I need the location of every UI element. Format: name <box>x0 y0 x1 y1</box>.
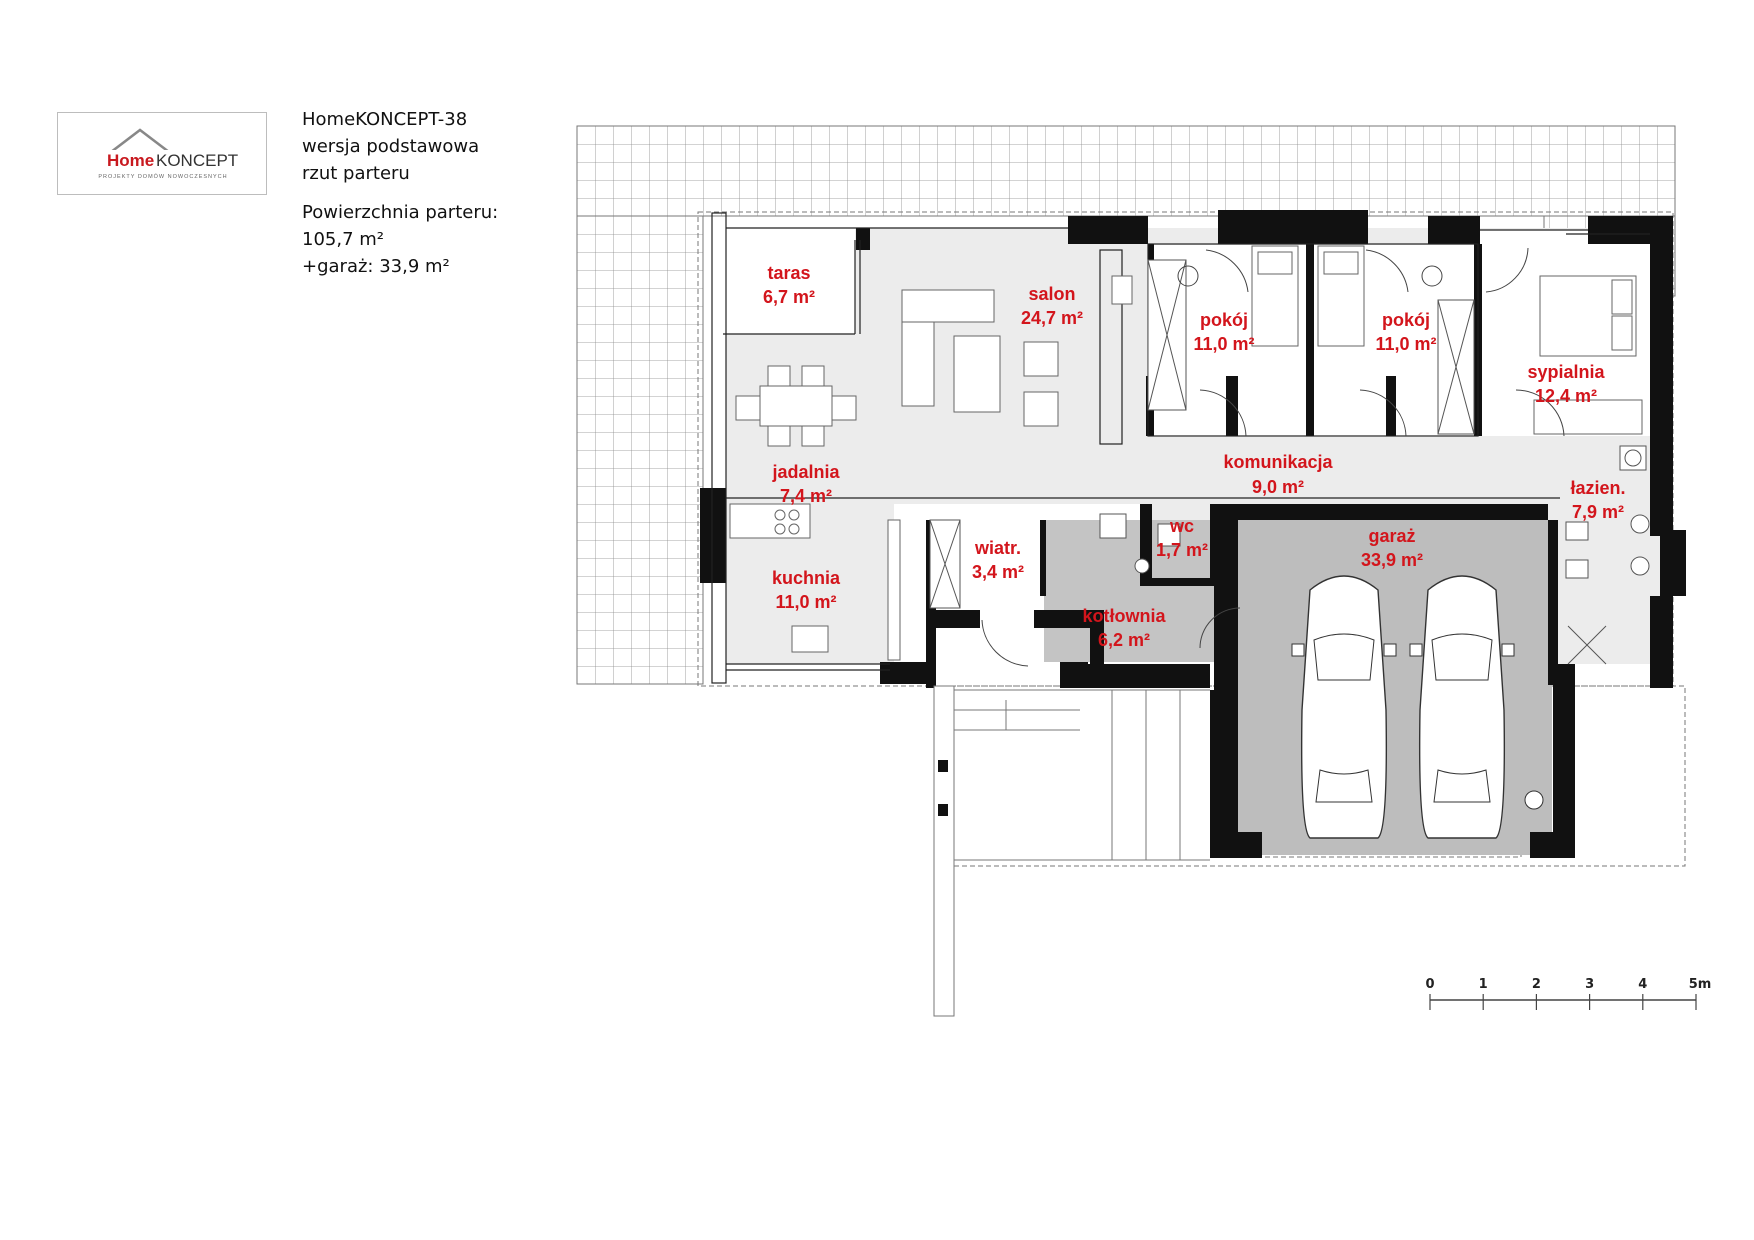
room-labels: taras 6,7 m² salon 24,7 m² pokój 11,0 m²… <box>763 263 1626 650</box>
scale-tick-label: 0 <box>1425 977 1434 992</box>
area-value: 105,7 m² <box>302 229 385 250</box>
garage-area: +garaż: 33,9 m² <box>302 256 450 277</box>
scale-tick-label: 4 <box>1638 977 1647 992</box>
room-name-komunikacja: komunikacja <box>1223 452 1333 472</box>
living-furniture <box>901 275 1133 427</box>
cars <box>1291 575 1544 839</box>
project-header: HomeKONCEPT-38 wersja podstawowa rzut pa… <box>302 106 498 280</box>
room-name-kuchnia: kuchnia <box>772 568 841 588</box>
car-left <box>1291 575 1397 839</box>
scale-tick-label: 3 <box>1585 977 1594 992</box>
room-name-sypialnia: sypialnia <box>1527 362 1605 382</box>
wardrobes <box>929 259 1475 609</box>
room-name-garaz: garaż <box>1368 526 1415 546</box>
room-area-pokoj1: 11,0 m² <box>1193 334 1254 354</box>
room-area-kotlownia: 6,2 m² <box>1098 630 1150 650</box>
room-area-kuchnia: 11,0 m² <box>775 592 836 612</box>
room-area-pokoj2: 11,0 m² <box>1375 334 1436 354</box>
scale-tick-label: 1 <box>1479 977 1488 992</box>
scale-tick-label: 2 <box>1532 977 1541 992</box>
project-view: rzut parteru <box>302 163 410 184</box>
scale-bar: 0 1 2 3 4 5m <box>1425 977 1711 1010</box>
bathroom-fixtures <box>1099 445 1650 665</box>
room-area-wc: 1,7 m² <box>1156 540 1208 560</box>
room-name-wc: wc <box>1169 516 1194 536</box>
room-area-komunikacja: 9,0 m² <box>1252 477 1304 497</box>
room-name-pokoj1: pokój <box>1200 310 1248 330</box>
room-area-salon: 24,7 m² <box>1021 308 1083 328</box>
room-area-wiatrolap: 3,4 m² <box>972 562 1024 582</box>
room-name-wiatrolap: wiatr. <box>974 538 1021 558</box>
room-name-lazienka: łazien. <box>1570 478 1625 498</box>
car-right <box>1409 575 1515 839</box>
thin-walls <box>711 212 1650 684</box>
area-label: Powierzchnia parteru: <box>302 202 499 223</box>
room-area-lazienka: 7,9 m² <box>1572 502 1624 522</box>
logo-home-text: Home <box>107 151 154 170</box>
room-area-sypialnia: 12,4 m² <box>1535 386 1597 406</box>
project-variant: wersja podstawowa <box>302 136 480 157</box>
kitchen-units <box>729 503 901 661</box>
room-area-taras: 6,7 m² <box>763 287 815 307</box>
room-name-jadalnia: jadalnia <box>771 462 840 482</box>
door-swings <box>981 247 1565 667</box>
logo-koncept-text: KONCEPT <box>156 151 238 170</box>
room-name-pokoj2: pokój <box>1382 310 1430 330</box>
entrance-posts <box>938 760 948 816</box>
room-name-kotlownia: kotłownia <box>1082 606 1166 626</box>
room-area-garaz: 33,9 m² <box>1361 550 1423 570</box>
room-name-salon: salon <box>1028 284 1075 304</box>
beds <box>1251 245 1643 435</box>
room-area-jadalnia: 7,4 m² <box>780 486 832 506</box>
company-logo: Home KONCEPT PROJEKTY DOMÓW NOWOCZESNYCH <box>57 112 267 195</box>
dining-table <box>735 365 857 447</box>
entrance-steps <box>933 685 1210 1017</box>
room-name-taras: taras <box>767 263 810 283</box>
logo-tagline: PROJEKTY DOMÓW NOWOCZESNYCH <box>98 173 227 180</box>
project-name: HomeKONCEPT-38 <box>302 109 468 130</box>
scale-tick-label: 5m <box>1689 977 1712 992</box>
garage-floor <box>1238 520 1552 855</box>
